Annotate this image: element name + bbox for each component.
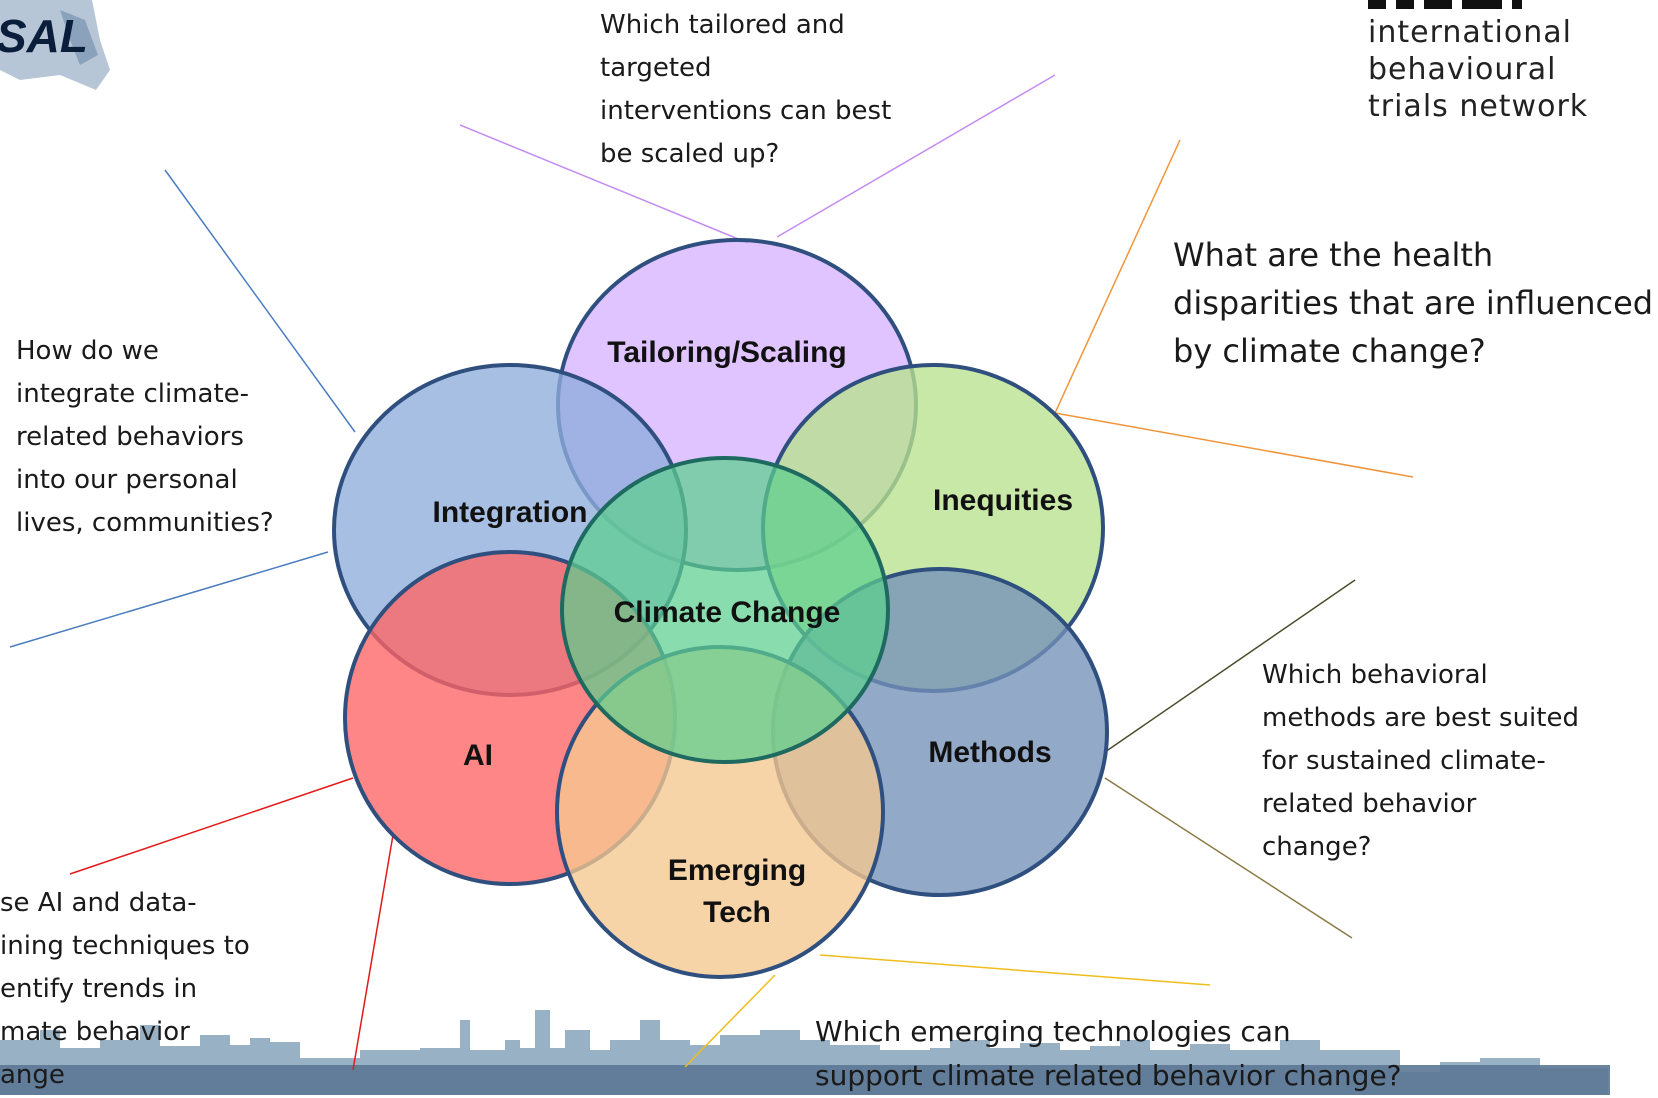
connector-ai-bottom	[352, 834, 394, 1071]
connector-inequities-right	[1054, 412, 1414, 478]
connector-tailoring-right	[776, 74, 1056, 238]
center-label: Climate Change	[614, 596, 841, 629]
petal-integration-label: Integration	[433, 496, 588, 529]
connector-inequities-top	[1054, 139, 1181, 414]
petal-inequities-label: Inequities	[933, 484, 1073, 517]
question-integration: How do we integrate climate- related beh…	[16, 336, 274, 538]
petal-ai-label: AI	[463, 739, 493, 772]
question-methods: Which behavioral methods are best suited…	[1262, 660, 1579, 862]
connector-integration-bottom	[9, 551, 329, 648]
petal-emerging-tech-label-2: Tech	[703, 896, 771, 929]
question-emerging: Which emerging technologies can support …	[815, 1015, 1402, 1092]
petal-emerging-tech-label: Emerging	[668, 854, 806, 887]
connector-methods-bottom	[1104, 777, 1353, 939]
ibtn-logo-mark-icon	[1368, 0, 1522, 9]
logo-right-text: international behavioural trials network	[1368, 15, 1589, 124]
connector-methods-top	[1104, 579, 1356, 753]
connector-tailoring-left	[459, 124, 749, 244]
center-climate-change	[560, 456, 890, 764]
connector-integration-top	[164, 169, 356, 433]
connector-lines	[9, 74, 1414, 1071]
connector-emerging-left	[684, 974, 776, 1068]
globe-logo-icon	[0, 0, 110, 90]
connector-ai-top	[69, 777, 354, 875]
question-tailoring: Which tailored and targeted intervention…	[600, 10, 892, 169]
petal-tailoring-scaling-label: Tailoring/Scaling	[607, 336, 846, 369]
petal-methods-label: Methods	[928, 736, 1051, 769]
logo-left-text: SAL	[0, 10, 88, 62]
question-ai: se AI and data- ining techniques to enti…	[0, 888, 250, 1090]
question-inequities: What are the health disparities that are…	[1173, 236, 1654, 370]
connector-emerging-right	[819, 954, 1211, 986]
skyline-base-strip	[0, 1065, 1610, 1095]
